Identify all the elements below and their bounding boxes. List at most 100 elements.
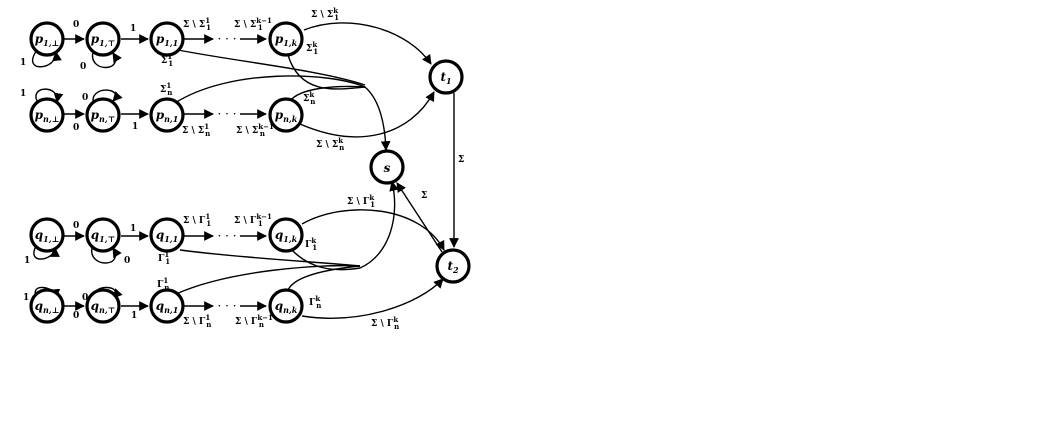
state-p11: p1,1: [149, 21, 185, 57]
label-p1top-loop: 0: [80, 62, 86, 72]
state-sub: 1,⊤: [99, 234, 115, 244]
states: p1,⊥ p1,⊤ p1,1 p1,k pn,⊥ pn,⊤ pn,1 pn,k …: [29, 21, 471, 324]
state-sub: n,k: [283, 114, 298, 124]
state-sub: 2: [452, 265, 459, 275]
state-qnk: qn,k: [268, 288, 304, 324]
state-sub: n,⊤: [99, 305, 115, 315]
label-pnbot-loop: 1: [20, 89, 26, 99]
state-qntop: qn,⊤: [85, 288, 121, 324]
edge-p11-s: [177, 49, 366, 86]
state-t2: t2: [435, 248, 471, 284]
edge-q11-s: [179, 249, 361, 267]
svg-text:p1,⊤: p1,⊤: [91, 32, 115, 48]
state-main: q: [91, 228, 99, 242]
svg-text:pn,⊤: pn,⊤: [91, 108, 116, 124]
edge-qn1-s: [175, 264, 361, 295]
edge-pnk-s: [289, 85, 366, 102]
state-main: p: [275, 108, 284, 122]
edge-qnk-t2: [301, 278, 444, 319]
state-main: p: [275, 32, 284, 46]
state-sub: n,⊤: [99, 114, 115, 124]
state-sub: n,1: [164, 114, 178, 124]
state-main: q: [35, 228, 43, 242]
state-main: p: [35, 108, 44, 122]
state-sub: 1,⊥: [43, 234, 59, 244]
ellipsis-p1: · · ·: [217, 32, 236, 46]
svg-text:q1,⊥: q1,⊥: [35, 228, 59, 244]
state-main: p: [156, 32, 165, 46]
label-qntop-loop: 0: [82, 293, 88, 303]
edge-pntop-self-loop: [92, 89, 123, 102]
label-qntop-qn1: 1: [131, 311, 137, 321]
state-main: p: [35, 32, 44, 46]
svg-text:pn,⊥: pn,⊥: [35, 108, 60, 124]
state-main: q: [156, 228, 164, 242]
state-main: p: [156, 108, 165, 122]
edges: [31, 22, 459, 319]
label-pntop-pn1: 1: [132, 122, 138, 132]
state-main: q: [275, 299, 283, 313]
state-p1k: p1,k: [268, 21, 304, 57]
state-q1bot: q1,⊥: [29, 217, 65, 253]
label-pntop-loop: 0: [82, 93, 88, 103]
edge-pnk-t1: [299, 91, 435, 138]
state-pnbot: pn,⊥: [29, 97, 65, 133]
state-main: q: [91, 299, 99, 313]
label-t2-s: Σ: [421, 191, 427, 201]
state-qnbot: qn,⊥: [29, 288, 65, 324]
label-p1bot-loop: 1: [20, 58, 26, 68]
edge-p1k-t1: [303, 22, 432, 65]
svg-text:qn,⊤: qn,⊤: [91, 299, 116, 315]
svg-text:pn,k: pn,k: [275, 108, 298, 124]
svg-text:t2: t2: [447, 259, 459, 275]
svg-text:s: s: [384, 161, 391, 175]
ellipsis-pn: · · ·: [217, 107, 236, 121]
ellipsis-q1: · · ·: [217, 229, 236, 243]
state-sub: n,⊥: [43, 114, 59, 124]
svg-text:q1,1: q1,1: [156, 228, 178, 244]
label-t1-t2: Σ: [458, 155, 464, 165]
edge-t2-s: [396, 182, 443, 253]
state-sub: 1,⊥: [43, 38, 59, 48]
edge-q1k-t2: [301, 209, 445, 251]
edge-q1top-self-loop: [91, 247, 122, 264]
state-sub: 1,k: [283, 38, 297, 48]
state-main: t: [447, 259, 453, 273]
state-p1top: p1,⊤: [85, 21, 121, 57]
state-qn1: qn,1: [149, 288, 185, 324]
state-main: p: [91, 32, 100, 46]
edge-qnk-s: [286, 265, 361, 294]
label-q1bot-q1top: 0: [73, 221, 79, 231]
state-sub: n,⊥: [43, 305, 59, 315]
svg-text:p1,k: p1,k: [275, 32, 298, 48]
label-q1top-q11: 1: [130, 224, 136, 234]
state-main: t: [440, 70, 446, 84]
state-s: s: [369, 149, 405, 185]
svg-text:qn,1: qn,1: [156, 299, 179, 315]
state-pntop: pn,⊤: [85, 97, 121, 133]
edge-q1k-s: [289, 181, 399, 271]
state-main: s: [384, 161, 391, 175]
state-sub: 1,1: [164, 234, 178, 244]
label-p1bot-p1top: 0: [73, 20, 79, 30]
state-q11: q1,1: [149, 217, 185, 253]
state-pnk: pn,k: [268, 97, 304, 133]
label-p1top-p11: 1: [130, 24, 136, 34]
edge-p1bot-self-loop: [31, 49, 62, 68]
state-q1top: q1,⊤: [85, 217, 121, 253]
edge-labels: 0 1 1 0 1 0 0 1 0 1 1 0 1 0 0 1 Σ Σ Σ \ …: [20, 6, 464, 331]
